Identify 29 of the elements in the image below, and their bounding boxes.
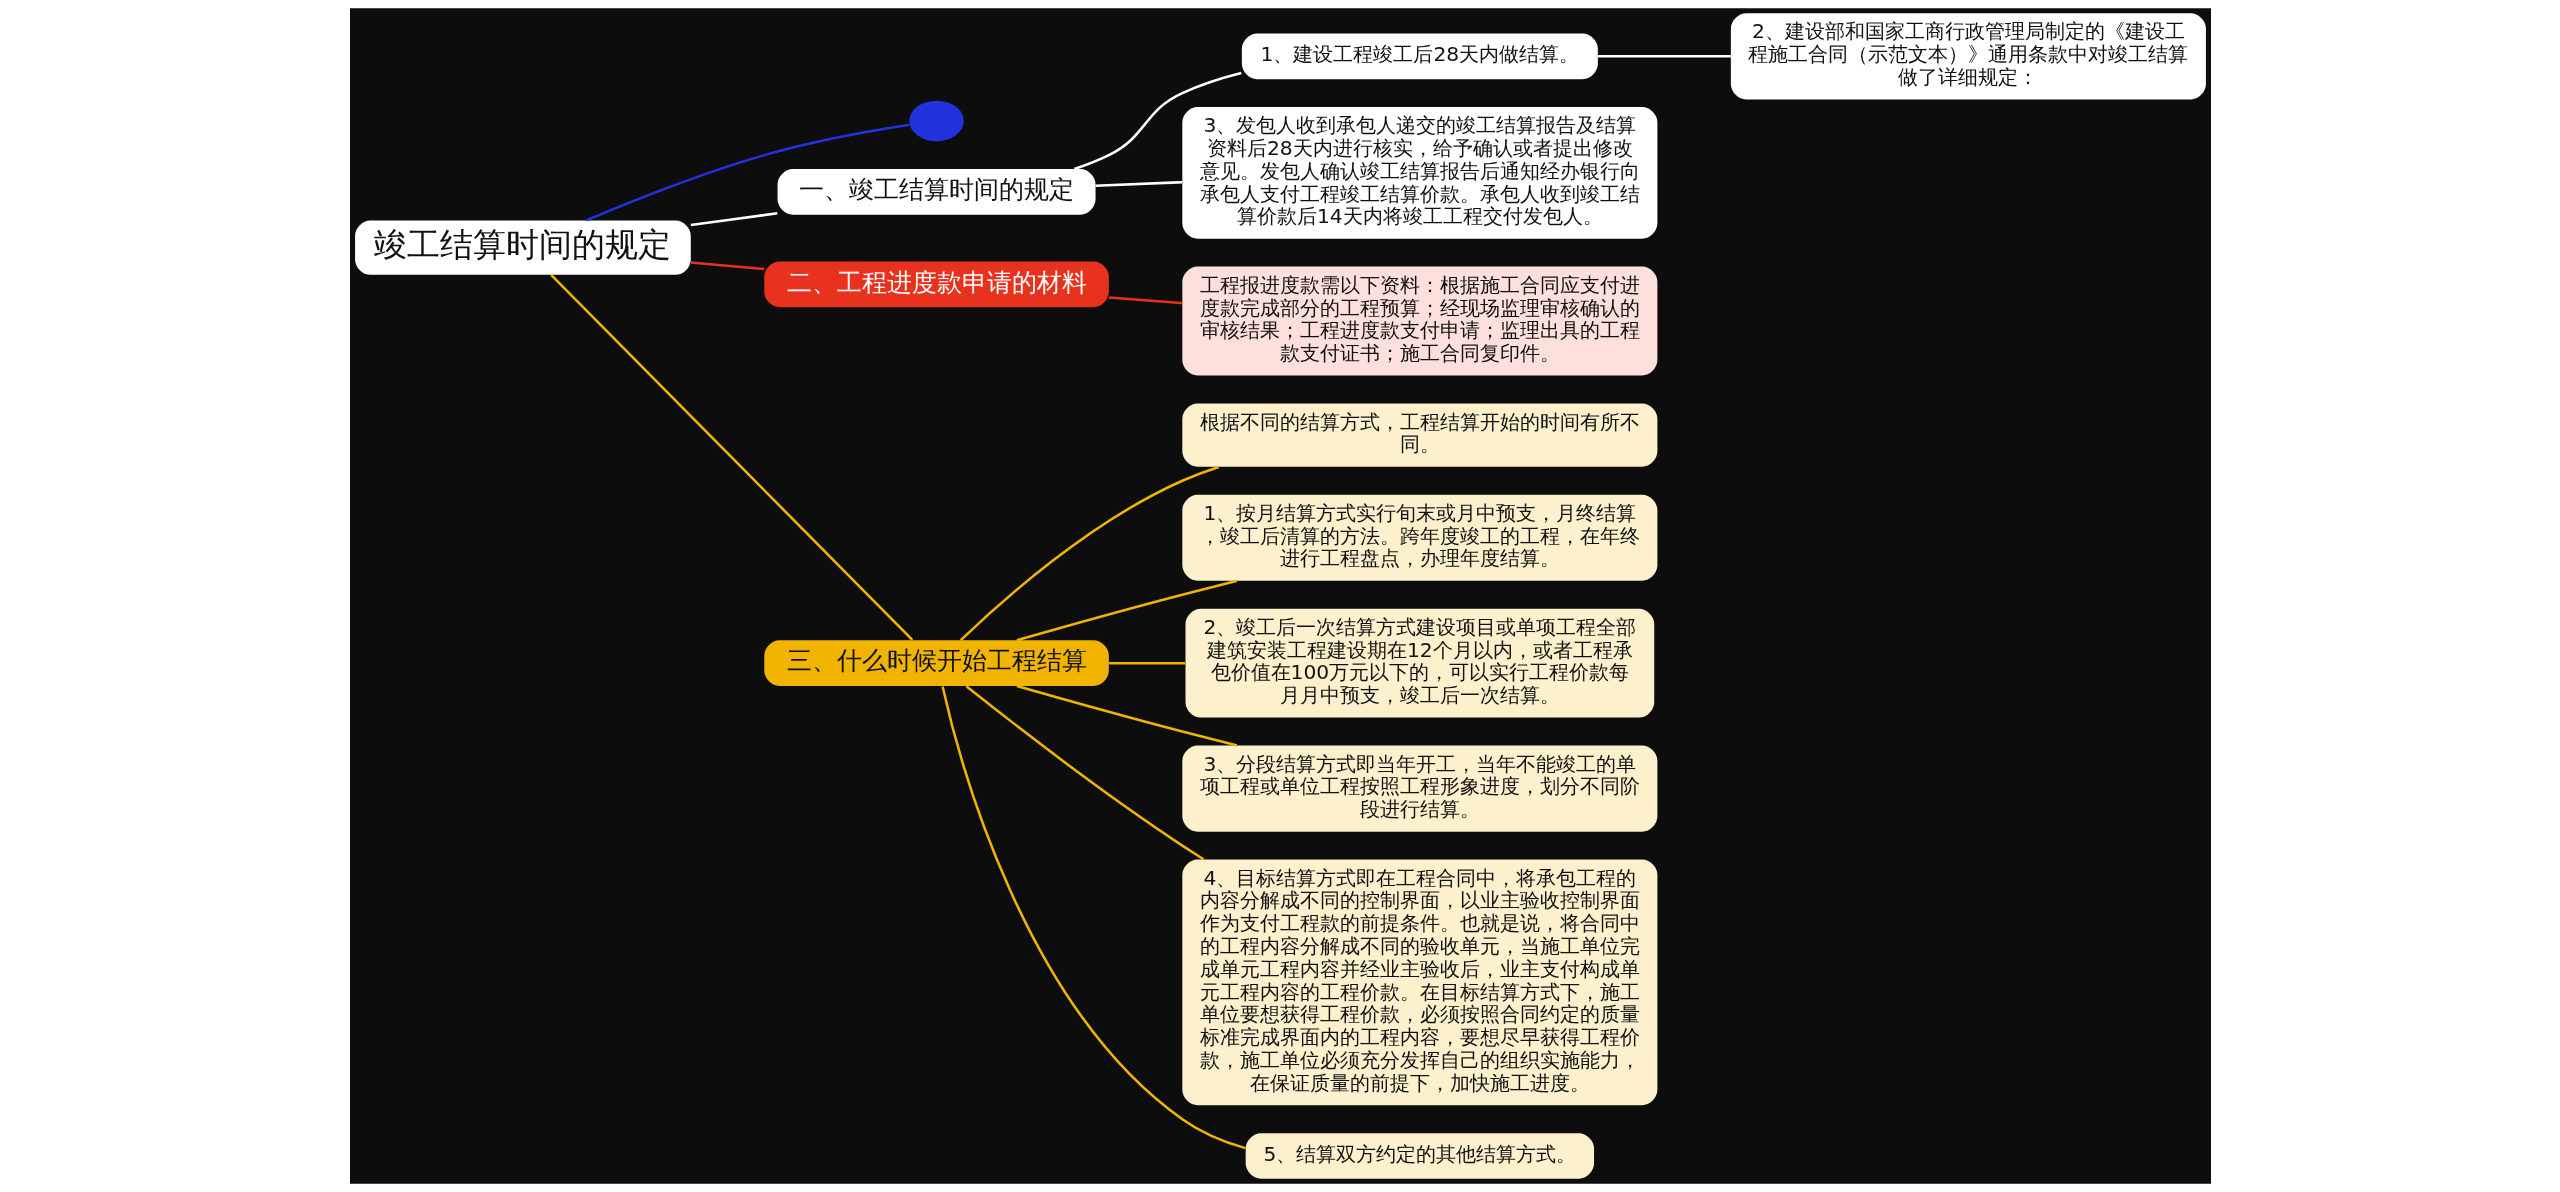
node-box: 1、按月结算方式实行旬末或月中预支，月终结算，竣工后清算的方法。跨年度竣工的工程，在年终进行工程盘点，办理年度结算。	[1181, 494, 1657, 581]
node-box: 根据不同的结算方式，工程结算开始的时间有所不同。	[1181, 403, 1657, 467]
node-circle	[908, 100, 964, 142]
node-box: 2、竣工后一次结算方式建设项目或单项工程全部建筑安装工程建设期在12个月以内，或者工程承包价值在100万元以下的，可以实行工程价款每月月中预支，竣工后一次结算。	[1185, 608, 1654, 718]
node-box: 4、目标结算方式即在工程合同中，将承包工程的内容分解成不同的控制界面，以业主验收控制界面作为支付工程款的前提条件。也就是说，将合同中的工程内容分解成不同的验收单元，当施工单位完成单元工程内容并经业主验收后，业主支付构成单元工程内容的工程价款。在目标结算方式下，施工单位要想获得工程价款，必须按照合同约定的质量标准完成界面内的工程内容，要想尽早获得工程价款，施工单位必须充分发挥自己的组织实施能力，在保证质量的前提下，加快施工进度。	[1181, 859, 1657, 1106]
node-box: 1、建设工程竣工后28天内做结算。	[1241, 33, 1598, 80]
node-box: 一、竣工结算时间的规定	[777, 169, 1096, 215]
connector	[690, 261, 764, 271]
node-box: 2、建设部和国家工商行政管理局制定的《建设工程施工合同（示范文本）》通用条款中对竣工结算做了详细规定：	[1730, 13, 2206, 100]
connector	[1016, 579, 1237, 642]
connector	[1108, 296, 1182, 305]
node-box: 工程报进度款需以下资料：根据施工合同应支付进度款完成部分的工程预算；经现场监理审核确认的审核结果；工程进度款支付申请；监理出具的工程款支付证书；施工合同复印件。	[1181, 266, 1657, 376]
connector	[585, 123, 910, 222]
connector	[1108, 661, 1185, 665]
connector	[959, 465, 1219, 642]
node-box: 3、分段结算方式即当年开工，当年不能竣工的单项工程或单位工程按照工程形象进度，划分不同阶段进行结算。	[1181, 745, 1657, 832]
connector	[940, 686, 1246, 1150]
node-box: 三、什么时候开始工程结算	[763, 640, 1109, 686]
node-box: 5、结算双方约定的其他结算方式。	[1245, 1133, 1594, 1179]
node-box: 二、工程进度款申请的材料	[763, 261, 1109, 308]
node-box: 竣工结算时间的规定	[354, 220, 691, 275]
connector	[690, 212, 778, 227]
connector	[1597, 55, 1731, 58]
connector	[549, 274, 913, 641]
node-box: 3、发包人收到承包人递交的竣工结算报告及结算资料后28天内进行核实，给予确认或者提出修改意见。发包人确认竣工结算报告后通知经办银行向承包人支付工程竣工结算价款。承包人收到竣工结算价款后14天内将竣工工程交付发包人。	[1181, 107, 1657, 239]
connector	[1095, 180, 1182, 187]
connector	[1016, 684, 1237, 747]
connector	[965, 685, 1204, 861]
connector	[1073, 71, 1242, 171]
